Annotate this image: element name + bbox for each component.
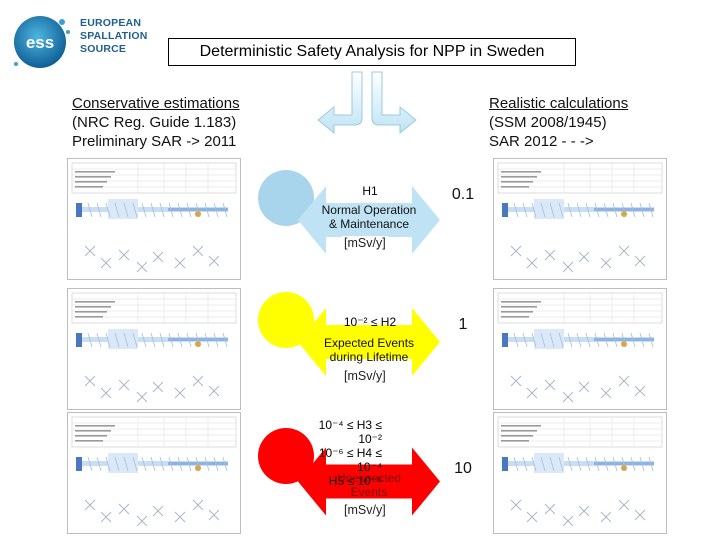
event-description-line: Normal Operation [321, 203, 417, 217]
hazard-class-line: 10⁻⁶ ≤ H4 ≤ 10⁻⁴ [318, 446, 382, 474]
page-title: Deterministic Safety Analysis for NPP in… [168, 38, 576, 66]
left-heading-line-2: (NRC Reg. Guide 1.183) [72, 114, 237, 131]
dose-unit-label: [mSv/y] [342, 503, 388, 517]
event-description-line: Unexpected [336, 471, 402, 485]
event-description-line: during Lifetime [329, 350, 409, 364]
double-arrow-icon [298, 308, 440, 376]
event-description-line: & Maintenance [328, 217, 410, 231]
logo-line-3: SOURCE [80, 43, 127, 55]
double-arrow-icon [298, 186, 440, 254]
hazard-class-line: H1 [362, 184, 378, 198]
dose-limit-text: 1 [458, 316, 468, 333]
right-heading-line-2: (SSM 2008/1945) [489, 114, 607, 131]
ess-logo-icon: ess [14, 16, 70, 68]
left-column-heading: Conservative estimations (NRC Reg. Guide… [72, 94, 240, 151]
event-description-line: Events [350, 485, 388, 499]
dose-limit-text: 10 [454, 460, 472, 477]
dose-unit-label: [mSv/y] [342, 236, 388, 250]
hazard-class-line: H5 ≤ 10⁻⁶ [328, 474, 382, 488]
double-arrow-icon [298, 447, 440, 516]
left-heading-line-1: Conservative estimations [72, 95, 240, 112]
hazard-class-line: 10⁻⁴ ≤ H3 ≤ 10⁻² [318, 418, 382, 446]
right-heading-line-3: SAR 2012 - - -> [489, 133, 594, 150]
event-description-line: Expected Events [323, 336, 415, 350]
plant-layout-thumbnail [67, 412, 241, 534]
dose-limit-value: 0.1 [442, 174, 484, 216]
hazard-class-label: 10⁻² ≤ H2 [300, 315, 440, 329]
logo-wordmark: EUROPEAN SPALLATION SOURCE [80, 17, 148, 56]
dose-limit-text: 0.1 [451, 186, 475, 203]
right-column-heading: Realistic calculations (SSM 2008/1945) S… [489, 94, 628, 151]
split-arrows-icon [317, 71, 417, 135]
event-description: Normal Operation& Maintenance [296, 203, 442, 231]
hazard-class-line: 10⁻² ≤ H2 [343, 315, 397, 329]
logo-line-2: SPALLATION [80, 30, 148, 42]
plant-layout-thumbnail [493, 158, 667, 280]
dose-limit-value: 1 [442, 304, 484, 346]
dose-unit-label: [mSv/y] [342, 369, 388, 383]
left-heading-line-3: Preliminary SAR -> 2011 [72, 133, 237, 150]
logo-mark: ess [26, 33, 54, 52]
plant-layout-thumbnail [67, 288, 241, 410]
plant-layout-thumbnail [493, 412, 667, 534]
dose-limit-value: 10 [442, 448, 484, 490]
plant-layout-thumbnail [493, 288, 667, 410]
ess-logo: ess [10, 12, 160, 72]
plant-layout-thumbnail [67, 158, 241, 280]
logo-line-1: EUROPEAN [80, 17, 142, 29]
hazard-class-label: H1 [300, 184, 440, 198]
right-heading-line-1: Realistic calculations [489, 95, 629, 112]
